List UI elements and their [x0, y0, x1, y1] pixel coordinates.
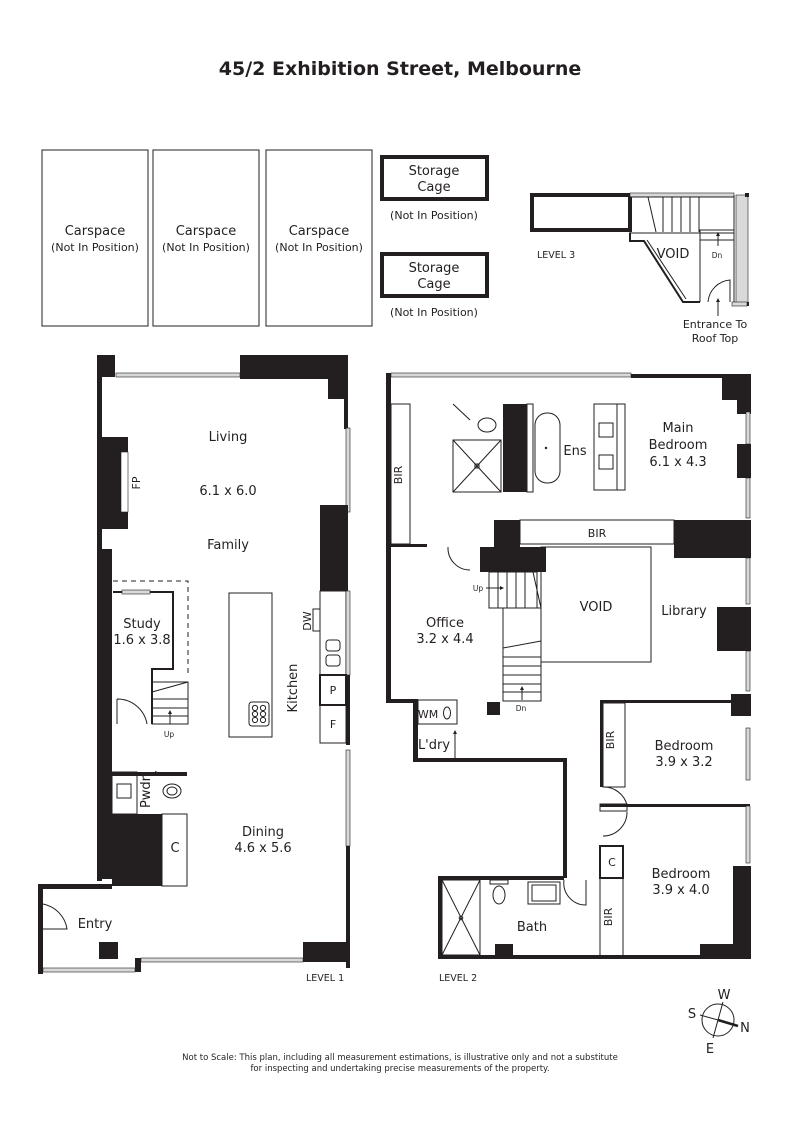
entry-label: Entry [78, 917, 113, 932]
void-label: VOID [580, 600, 613, 615]
main-bedroom-label: Bedroom [649, 438, 708, 453]
study-label: Study [123, 617, 161, 632]
bedroom1-dims: 3.9 x 3.2 [655, 755, 712, 770]
carspace-note: (Not In Position) [51, 241, 139, 254]
roof-entrance-label: Entrance To [683, 318, 748, 331]
disclaimer-line-1: Not to Scale: This plan, including all m… [182, 1053, 618, 1063]
compass-west: W [718, 988, 731, 1003]
main-bedroom-label: Main [662, 421, 693, 436]
dining-dims: 4.6 x 5.6 [234, 841, 291, 856]
void-label: VOID [657, 247, 690, 262]
storage-cage-note: (Not In Position) [390, 209, 478, 222]
library-label: Library [661, 604, 707, 619]
cupboard-label: C [608, 856, 616, 869]
powder-room-label: Pwdr [139, 775, 154, 808]
carspace-label: Carspace [289, 224, 350, 239]
bir-bedroom2-label: BIR [602, 907, 615, 926]
fireplace-label: FP [130, 476, 143, 489]
compass-east: E [706, 1042, 714, 1057]
compass-icon: W S N E [688, 988, 750, 1057]
ensuite-label: Ens [563, 444, 586, 459]
bedroom2-dims: 3.9 x 4.0 [652, 883, 709, 898]
storage-cage-label: Storage [409, 164, 460, 179]
page-title: 45/2 Exhibition Street, Melbourne [219, 58, 581, 80]
bir-top-label: BIR [588, 527, 607, 540]
living-dims: 6.1 x 6.0 [199, 484, 256, 499]
fridge-label: F [330, 718, 336, 731]
bath-label: Bath [517, 920, 547, 935]
carspace-label: Carspace [65, 224, 126, 239]
storage-cage-2: Storage Cage (Not In Position) [380, 252, 489, 319]
bir-left-label: BIR [392, 465, 405, 484]
living-label: Living [209, 430, 248, 445]
laundry-label: L'dry [418, 738, 450, 753]
carspace-label: Carspace [176, 224, 237, 239]
level-1-plan: FP Living 6.1 x 6.0 Family Study 1.6 x 3… [38, 355, 351, 984]
stair-up-label: Up [473, 584, 483, 593]
dishwasher-label: DW [301, 611, 314, 630]
level-3-label: LEVEL 3 [537, 250, 575, 261]
carspace-note: (Not In Position) [275, 241, 363, 254]
storage-cage-1: Storage Cage (Not In Position) [380, 155, 489, 222]
storage-cage-label: Cage [417, 180, 450, 195]
level-3-plan: Dn VOID LEVEL 3 Entrance To Roof Top [530, 192, 749, 345]
washing-machine-label: WM [418, 708, 438, 721]
storage-cage-note: (Not In Position) [390, 306, 478, 319]
office-dims: 3.2 x 4.4 [416, 632, 473, 647]
bir-bedroom1-label: BIR [604, 730, 617, 749]
office-label: Office [426, 616, 464, 631]
carspace-note: (Not In Position) [162, 241, 250, 254]
study-dims: 1.6 x 3.8 [113, 633, 170, 648]
compass-south: S [688, 1007, 696, 1022]
carspace-1: Carspace (Not In Position) [41, 149, 149, 327]
main-bedroom-dims: 6.1 x 4.3 [649, 455, 706, 470]
stair-up-label: Up [164, 730, 174, 739]
dining-label: Dining [242, 825, 284, 840]
bedroom1-label: Bedroom [655, 739, 714, 754]
storage-cage-label: Storage [409, 261, 460, 276]
kitchen-label: Kitchen [286, 664, 301, 713]
cupboard-label: C [170, 841, 179, 856]
stair-down-label: Dn [712, 251, 723, 260]
family-label: Family [207, 538, 249, 553]
stair-down-label: Dn [516, 704, 527, 713]
level-2-plan: BIR Ens Main Bedroom 6.1 x 4.3 BIR [386, 372, 751, 984]
level-2-label: LEVEL 2 [439, 973, 477, 984]
compass-north: N [740, 1021, 750, 1036]
storage-cage-label: Cage [417, 277, 450, 292]
disclaimer-line-2: for inspecting and undertaking precise m… [250, 1064, 549, 1074]
roof-entrance-label: Roof Top [692, 332, 739, 345]
bedroom2-label: Bedroom [652, 867, 711, 882]
level-1-label: LEVEL 1 [306, 973, 344, 984]
carspace-2: Carspace (Not In Position) [152, 149, 260, 327]
carspace-3: Carspace (Not In Position) [265, 149, 373, 327]
pantry-label: P [330, 684, 337, 697]
